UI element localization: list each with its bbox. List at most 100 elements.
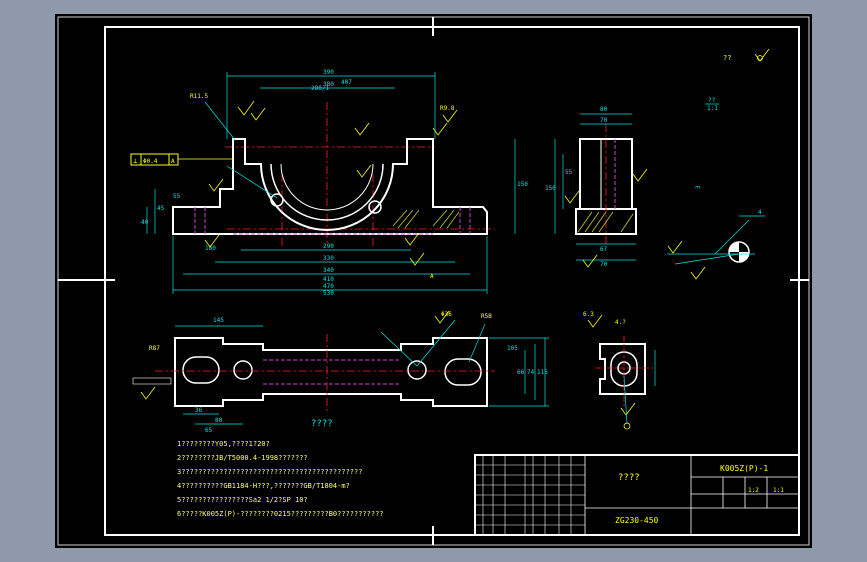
tol-value: Φ0.4 (143, 158, 158, 165)
plan-view[interactable]: 145 36 80 66 74 115 105 65 R87 Φ36 R5B (132, 310, 549, 434)
dim-55: 55 (173, 193, 181, 200)
dim-150: 150 (517, 181, 528, 188)
detail-fill-quadrant-2 (729, 242, 739, 252)
plan-dim-115: 115 (537, 369, 548, 376)
side-dim-texts: 80 70 67 70 150 55 (545, 106, 608, 268)
plan-dimensions (175, 319, 549, 425)
front-bolt-hole-right (368, 200, 382, 214)
detail-title: ?? (708, 97, 716, 104)
detail-roughness-marks (667, 240, 706, 280)
note-1: 1????????Y05,????1?20? (177, 440, 270, 448)
side-dim-70: 70 (600, 117, 608, 124)
front-bore-arc-inner (280, 163, 374, 211)
title-drawing-number: K005Z(P)-1 (720, 464, 768, 473)
plan-dim-80: 80 (215, 417, 223, 424)
tol-symbol: ⊥ (133, 157, 137, 165)
leader-hole (226, 165, 278, 199)
dim-410: 410 (323, 276, 334, 283)
title-scale: 1:2 (748, 487, 759, 494)
plan-dim-105: 105 (507, 345, 518, 352)
plan-roughness-marks (140, 310, 450, 400)
section-label: ???? (311, 419, 333, 429)
roughness-rest-note: ?? (723, 48, 770, 62)
plan-slot-right (444, 358, 482, 386)
side-dimensions (554, 113, 636, 261)
front-bore-arc (270, 163, 384, 221)
detail-b-label-4: 4.? (615, 319, 626, 326)
front-roughness-marks (204, 100, 458, 266)
side-view[interactable]: 80 70 67 70 150 55 (545, 106, 648, 268)
plan-label-r87: R87 (149, 345, 160, 352)
dim-390: 390 (323, 69, 334, 76)
detail-scale: 1:1 (707, 105, 718, 112)
title-part-name: ???? (618, 473, 640, 483)
dim-40: 40 (141, 219, 149, 226)
leader-r115 (204, 101, 236, 141)
plan-dim-74: 74 (527, 369, 535, 376)
title-sheet: 1:1 (773, 487, 784, 494)
plan-label-r5b: R5B (481, 313, 492, 320)
plan-slot-left (182, 356, 220, 384)
plan-dim-36: 36 (195, 407, 203, 414)
note-5: 5????????????????Sa2 1/2?SP 10? (177, 496, 308, 504)
label-datum-a: A (430, 273, 434, 280)
tech-notes: 1????????Y05,????1?20? 2????????JB/T5000… (177, 440, 384, 518)
dim-340: 340 (323, 267, 334, 274)
detail-b-roughness (587, 314, 636, 416)
detail-b-view[interactable]: 6.3 4.? (583, 311, 656, 430)
detail-b-mark (623, 422, 631, 430)
dim-330: 330 (323, 255, 334, 262)
label-r115: R11.5 (190, 93, 208, 100)
dim-290: 290 (323, 243, 334, 250)
dim-280: 280/1 (311, 85, 329, 92)
side-dim-150: 150 (545, 185, 556, 192)
front-dim-texts: 390 380 280/1 407 290 330 340 410 470 53… (141, 69, 528, 297)
front-base-outline (172, 138, 488, 235)
plan-dim-texts: 145 36 80 66 74 115 105 65 (195, 317, 548, 434)
detail-fill-quadrant (739, 252, 749, 262)
front-dimensions (146, 72, 516, 294)
dim-45: 45 (157, 205, 165, 212)
note-3: 3???????????????????????????????????????… (177, 468, 362, 476)
front-annotations: R11.5 R9.8 A (190, 93, 455, 280)
detail-lines (667, 215, 765, 265)
detail-dim-3: 3 (695, 185, 702, 189)
dim-407: 407 (341, 79, 352, 86)
side-roughness-marks (564, 168, 648, 268)
dim-470: 470 (323, 283, 334, 290)
side-dim-70b: 70 (600, 261, 608, 268)
front-hidden-lines (194, 207, 471, 235)
plan-hole-right (407, 360, 427, 380)
plan-dim-66: 66 (517, 369, 525, 376)
dim-530: 530 (323, 290, 334, 297)
centering-marks (58, 17, 809, 545)
detail-dim-4: 4 (758, 209, 762, 216)
dim-180: 180 (205, 245, 216, 252)
detail-b-outline (599, 343, 646, 395)
label-r98: R9.8 (440, 105, 455, 112)
plan-leader-text (132, 377, 172, 385)
title-material: ZG230-450 (615, 516, 659, 525)
note-6: 6?????K005Z(P)-????????0215?????????B0??… (177, 510, 384, 518)
detail-view[interactable]: 4 1:1 ?? 3 (667, 97, 765, 280)
dim-380: 380 (323, 81, 334, 88)
plan-dim-145: 145 (213, 317, 224, 324)
plan-hole-left (233, 360, 253, 380)
note-4: 4??????????GB1184-H???,???????GB/T1804-m… (177, 482, 350, 490)
title-block[interactable]: ???? ZG230-450 K005Z(P)-1 1:2 1:1 (474, 454, 800, 536)
side-hatch (577, 211, 634, 233)
tol-datum: A (171, 158, 175, 165)
tolerance-frame: ⊥ Φ0.4 A (130, 153, 179, 166)
revision-grid (475, 455, 585, 535)
detail-b-leader (623, 375, 628, 425)
front-hatch (392, 209, 460, 229)
side-dim-55: 55 (565, 169, 573, 176)
cad-drawing-sheet[interactable]: 390 380 280/1 407 290 330 340 410 470 53… (55, 14, 812, 548)
plan-dim-65: 65 (205, 427, 213, 434)
front-view[interactable]: 390 380 280/1 407 290 330 340 410 470 53… (130, 69, 528, 297)
side-dim-80: 80 (600, 106, 608, 113)
paper (55, 14, 812, 548)
roughness-rest-label: ?? (723, 54, 731, 62)
note-2: 2????????JB/T5000.4-1998??????? (177, 454, 308, 462)
